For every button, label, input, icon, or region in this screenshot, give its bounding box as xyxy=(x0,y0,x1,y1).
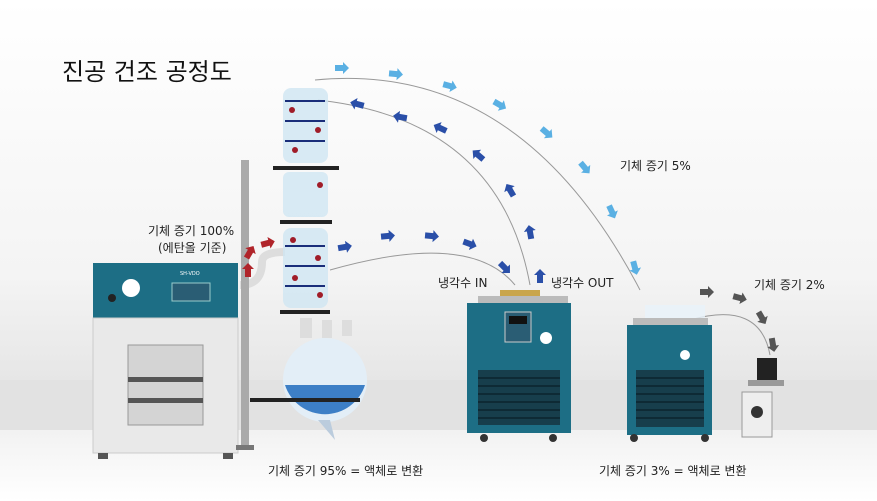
flow-arrow-icon xyxy=(767,337,780,352)
oven-brand: SH-VDO xyxy=(180,271,200,277)
flow-arrow-icon xyxy=(700,286,714,298)
condenser-column xyxy=(273,88,339,314)
oven-pipe xyxy=(239,248,286,289)
flow-arrow-icon xyxy=(388,68,403,81)
flow-arrow-icon xyxy=(504,183,517,198)
flow-arrow-icon xyxy=(492,98,507,111)
chiller-2 xyxy=(627,305,712,442)
vacuum-pump xyxy=(741,358,784,438)
flow-arrows xyxy=(242,62,780,352)
flow-arrow-icon xyxy=(380,229,395,242)
flow-arrow-icon xyxy=(732,292,747,305)
flow-arrow-icon xyxy=(578,160,591,174)
vacuum-oven: SH-VDO xyxy=(92,263,239,459)
flow-arrow-icon xyxy=(629,260,642,275)
label-vapor-3: 기체 증기 3% = 액체로 변환 xyxy=(599,464,747,478)
flow-arrow-icon xyxy=(424,230,439,243)
flow-arrow-icon xyxy=(462,238,477,250)
label-vapor-2: 기체 증기 2% xyxy=(754,278,825,292)
flow-arrow-icon xyxy=(350,97,365,110)
flow-arrow-icon xyxy=(606,204,618,219)
flow-arrow-icon xyxy=(442,80,457,93)
label-vapor-100-note: (에탄올 기준) xyxy=(158,241,227,255)
flow-arrow-icon xyxy=(393,110,408,123)
receiving-flask xyxy=(250,318,367,440)
flow-arrow-icon xyxy=(534,269,546,283)
flow-arrow-icon xyxy=(539,126,553,139)
flow-arrow-icon xyxy=(755,310,768,325)
page-title: 진공 건조 공정도 xyxy=(62,58,232,86)
flow-arrow-icon xyxy=(243,245,256,260)
flow-arrow-icon xyxy=(337,240,352,253)
flow-arrow-icon xyxy=(335,62,349,74)
label-coolant-out: 냉각수 OUT xyxy=(551,276,614,290)
label-coolant-in: 냉각수 IN xyxy=(438,276,488,290)
flow-arrow-icon xyxy=(523,225,536,240)
chiller-1 xyxy=(467,290,571,442)
flow-arrow-icon xyxy=(497,260,510,273)
flow-arrow-icon xyxy=(472,149,486,162)
label-vapor-100: 기체 증기 100% xyxy=(148,224,235,238)
flow-arrow-icon xyxy=(242,263,254,277)
flow-arrow-icon xyxy=(260,236,275,249)
label-vapor-5: 기체 증기 5% xyxy=(620,159,691,173)
flow-arrow-icon xyxy=(433,122,448,134)
label-vapor-95: 기체 증기 95% = 액체로 변환 xyxy=(268,464,424,478)
gauge-icon xyxy=(122,279,140,297)
stand-pole xyxy=(241,160,249,450)
